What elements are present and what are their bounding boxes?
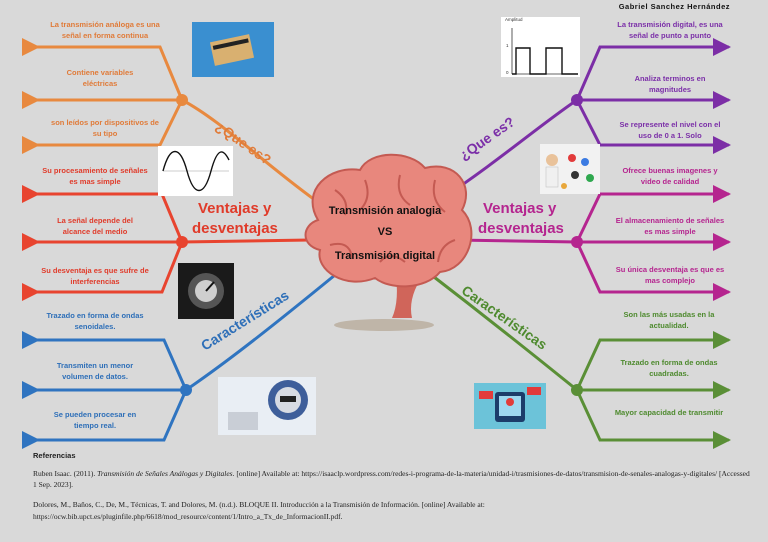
right-ventajas-label-2: desventajas	[478, 220, 564, 237]
left-caracteristicas-item-2: Transmiten un menor volumen de datos.	[56, 361, 134, 381]
live-stream-image	[474, 383, 546, 429]
center-title-line2: VS	[377, 226, 393, 238]
right-caracteristicas-item-1: Son las más usadas en la actualidad.	[623, 310, 715, 330]
reference-1-rest: . [online] Available at: https://isaaclp…	[33, 468, 750, 490]
right-caracteristicas-lines	[423, 268, 731, 449]
center-title-line3: Transmisión digital	[334, 250, 436, 262]
reference-1-title: Transmisión de Señales Análogas y Digita…	[97, 468, 233, 478]
reference-1: Ruben Isaac. (2011). Transmisión de Seña…	[33, 468, 753, 491]
square-wave-axis-label: Amplitud	[505, 17, 523, 22]
right-caracteristicas-item-2: Trazado en forma de ondas cuadradas.	[620, 358, 718, 378]
left-que-es-item-1: La transmisión análoga es una señal en f…	[50, 20, 160, 40]
left-caracteristicas-item-3: Se pueden procesar en tiempo real.	[53, 410, 137, 430]
left-ventajas-label-2: desventajas	[192, 220, 278, 237]
left-que-es-item-2: Contiene variables eléctricas	[66, 68, 134, 88]
meter-image	[218, 377, 316, 435]
references-title: Referencias	[33, 451, 76, 460]
left-ventajas-item-1: Su procesamiento de señales es mas simpl…	[42, 166, 148, 186]
left-caracteristicas-item-1: Trazado en forma de ondas senoidales.	[46, 311, 144, 331]
left-caracteristicas-lines	[21, 273, 337, 449]
square-wave-tick-0: 0	[506, 70, 509, 75]
left-ventajas-item-2: La señal depende del alcance del medio	[57, 216, 133, 236]
right-ventajas-label-1: Ventajas y	[483, 200, 557, 217]
right-ventajas-item-3: Su única desventaja es que es mas comple…	[615, 265, 725, 285]
right-caracteristicas-item-3: Mayor capacidad de transmitir	[614, 408, 724, 417]
brain-illustration	[304, 153, 473, 331]
knob-image	[178, 263, 234, 319]
digital-media-image	[540, 144, 600, 194]
left-ventajas-lines	[21, 185, 312, 301]
left-ventajas-item-3: Su desventaja es que sufre de interferen…	[41, 266, 149, 286]
left-que-es-item-3: son leídos por dispositivos de su tipo	[51, 118, 159, 138]
right-que-es-item-1: La transmisión digital, es una señal de …	[617, 20, 723, 40]
analog-device-image	[192, 22, 274, 77]
reference-2: Dolores, M., Baños, C., De, M., Técnicas…	[33, 499, 485, 521]
author-name: Gabriel Sanchez Hernández	[618, 2, 730, 11]
center-title-line1: Transmisión analogia	[328, 205, 442, 217]
right-ventajas-item-1: Ofrece buenas imagenes y video de calida…	[622, 166, 718, 186]
reference-1-author: Ruben Isaac. (2011).	[33, 468, 98, 478]
references-section: Referencias Ruben Isaac. (2011). Transmi…	[33, 450, 753, 530]
right-que-es-item-2: Analiza terminos en magnitudes	[634, 74, 706, 94]
right-ventajas-item-2: El almacenamiento de señales es mas simp…	[615, 216, 725, 236]
sine-wave-image	[158, 146, 233, 196]
square-wave-image	[501, 17, 580, 77]
square-wave-tick-1: 1	[506, 43, 509, 48]
right-que-es-item-3: Se represente el nivel con el uso de 0 a…	[619, 120, 721, 140]
left-que-es-lines	[21, 38, 317, 202]
left-ventajas-label-1: Ventajas y	[198, 200, 272, 217]
